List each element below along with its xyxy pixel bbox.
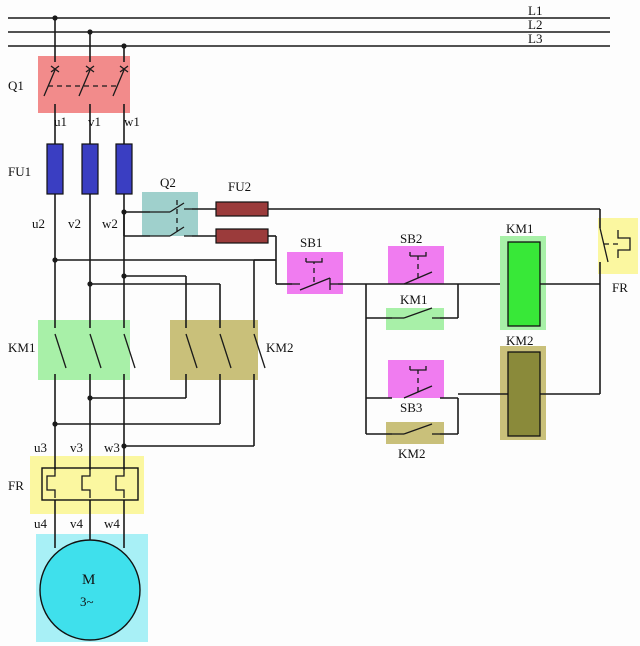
motor-label: M [82,572,95,588]
v3-label: v3 [70,440,83,455]
km2-aux-contact [392,423,440,435]
fr-ctrl-contact [599,227,631,263]
fr-ctrl-label: FR [612,280,628,295]
u3-label: u3 [34,440,47,455]
km2-main-label: KM2 [266,340,293,355]
tap-junction-w2 [121,209,127,215]
km2-aux-label: KM2 [398,446,425,461]
km2-crossover-wires [55,259,276,447]
fr-main-label: FR [8,478,24,493]
fu1-fuse-u [46,143,64,195]
sb2-label: SB2 [400,231,422,246]
km1-aux-label: KM1 [400,292,427,307]
q1-breaker [43,65,129,97]
junction-u3-km2 [52,421,58,427]
fu2-fuse-top [215,201,269,217]
fu2-fuse-bottom [215,228,269,244]
l1-label: L1 [528,3,542,18]
motor-phase-label: 3~ [80,594,94,609]
sb2-highlight [388,246,444,284]
km1-main-label: KM1 [8,340,35,355]
junction-w2-km2 [121,273,127,279]
km2-main-contacts [185,333,266,369]
km1-aux-highlight [386,308,444,330]
w1-label: w1 [124,114,140,129]
km1-main-contacts [54,333,136,369]
sb3-start-button [403,366,433,399]
l3-label: L3 [528,31,542,46]
km1-coil [507,241,541,327]
fr-main-highlight [30,456,144,514]
sb1-label: SB1 [300,235,322,250]
km2-coil [507,351,541,437]
q1-label: Q1 [8,78,24,93]
km1-coil-label: KM1 [506,221,533,236]
control-circuit-wires [338,209,601,435]
km1-aux-contact [392,307,440,319]
sb2-start-button [403,252,433,285]
w3-label: w3 [104,440,120,455]
v4-label: v4 [70,516,84,531]
w2-label: w2 [102,216,118,231]
junction-v3-km2 [87,395,93,401]
tap-junction-u2 [52,257,58,263]
km2-coil-label: KM2 [506,333,533,348]
sb3-label: SB3 [400,400,422,415]
motor-m [39,539,141,641]
fu1-fuse-w [115,143,133,195]
q2-label: Q2 [160,175,176,190]
sb1-stop-button [292,258,338,291]
junction-w3-km2 [121,443,127,449]
v2-label: v2 [68,216,81,231]
q2-switch-highlight [142,192,198,236]
l2-label: L2 [528,17,542,32]
junction-v2-km2 [87,281,93,287]
km1-main-contacts-highlight [38,320,130,380]
u1-label: u1 [54,114,67,129]
fu2-label: FU2 [228,179,251,194]
fu1-label: FU1 [8,164,31,179]
fu1-fuse-v [81,143,99,195]
fr-main-elements [41,467,139,501]
km2-aux-highlight [386,422,444,444]
sb1-highlight [287,252,343,294]
w4-label: w4 [104,516,120,531]
km2-main-contacts-highlight [170,320,258,380]
u2-label: u2 [32,216,45,231]
v1-label: v1 [88,114,101,129]
sb3-highlight [388,360,444,398]
u4-label: u4 [34,516,48,531]
q2-switch [150,200,192,237]
